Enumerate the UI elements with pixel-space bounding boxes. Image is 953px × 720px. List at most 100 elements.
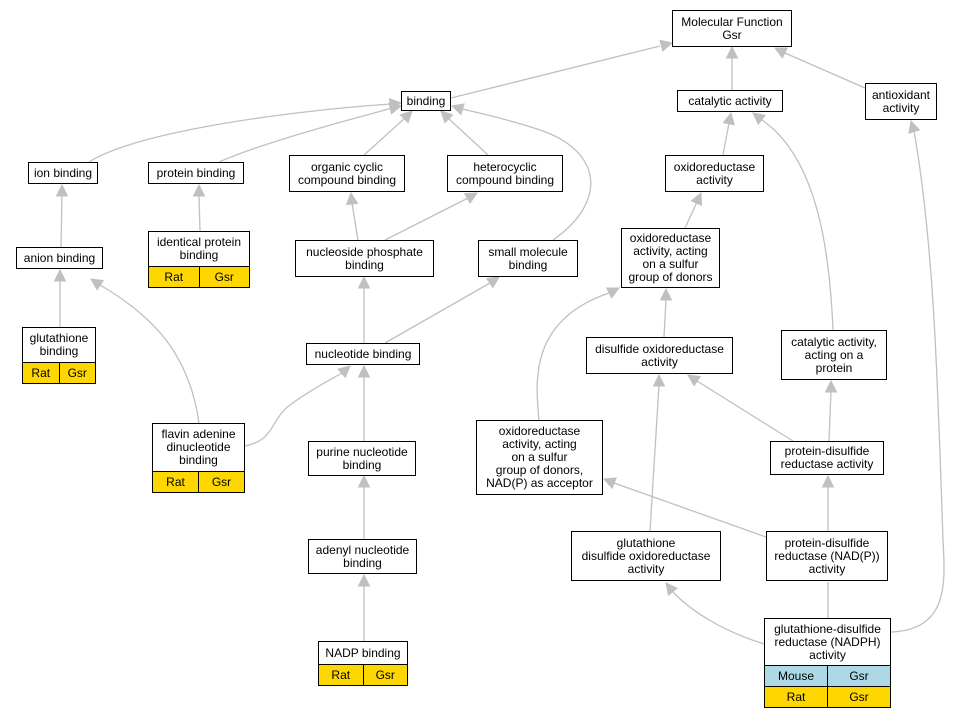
node-molecular-function[interactable]: Molecular Function Gsr [672,10,792,47]
edge-catprotein-to-catalytic [752,112,834,331]
node-glutathione-disulfide-oxidoreductase[interactable]: glutathione disulfide oxidoreductase act… [571,531,721,581]
gene-cell: Gsr [58,363,96,383]
edge-pdnadp-to-oxsulfurnadp [602,477,767,538]
node-flavin-adenine-dinucleotide-binding[interactable]: flavin adenine dinucleotide binding Rat … [152,423,245,493]
species-cell: Rat [31,365,51,380]
arrowhead [345,191,359,206]
node-glutathione-binding[interactable]: glutathione binding Rat Gsr [22,327,96,384]
node-identical-protein-binding[interactable]: identical protein binding Rat Gsr [148,231,250,288]
node-protein-binding[interactable]: protein binding [148,162,244,184]
node-ion-binding[interactable]: ion binding [28,162,98,184]
edge-disulfide-to-oxsulfur [659,287,673,338]
node-catalytic-activity[interactable]: catalytic activity [677,90,783,112]
node-nadp-binding[interactable]: NADP binding Rat Gsr [318,641,408,686]
arrowhead [659,287,673,301]
arrowhead [450,103,465,116]
node-oxidoreductase-sulfur-nadp-acceptor[interactable]: oxidoreductase activity, acting on a sul… [476,420,603,495]
edge-pdisulfide-to-disulfide [687,374,794,442]
arrowhead [399,110,413,124]
species-row-rat: Rat Gsr [149,266,249,287]
node-small-molecule-binding[interactable]: small molecule binding [478,240,578,277]
node-heterocyclic-compound-binding[interactable]: heterocyclic compound binding [447,155,563,192]
node-binding[interactable]: binding [401,91,451,111]
arrowhead [53,268,67,282]
arrowhead [722,111,735,126]
node-oxidoreductase-activity[interactable]: oxidoreductase activity [665,155,764,192]
edge-organic-to-binding [363,110,413,156]
edge-gsr-to-antioxidant [890,119,945,633]
arrowhead [192,183,206,197]
node-organic-cyclic-compound-binding[interactable]: organic cyclic compound binding [289,155,405,192]
edge-gsr-to-glutdisulfide [665,582,765,645]
edge-antioxidant-to-mf [773,47,866,89]
species-row-rat: Rat Gsr [765,686,890,707]
species-cell: Rat [786,689,806,704]
arrowhead [602,477,618,490]
species-cell: Rat [331,667,351,682]
node-nucleoside-phosphate-binding[interactable]: nucleoside phosphate binding [295,240,434,277]
arrowhead [725,45,739,59]
node-purine-nucleotide-binding[interactable]: purine nucleotide binding [308,441,416,476]
arrowhead [908,119,921,134]
gene-cell: Gsr [198,472,244,492]
arrowhead [687,374,702,387]
edge-catalytic-to-mf [725,45,739,90]
edge-identical-to-protein [192,183,206,232]
arrowhead [824,379,838,393]
node-anion-binding[interactable]: anion binding [16,247,103,269]
gene-cell: Gsr [198,267,250,287]
edge-oxred-to-catalytic [722,111,735,156]
edge-nucleotide-to-smallmol [384,276,500,344]
node-adenyl-nucleotide-binding[interactable]: adenyl nucleotide binding [308,539,417,574]
arrowhead [463,192,478,205]
arrowhead [652,373,666,387]
edge-binding-to-mf [450,39,674,99]
edge-pdnadp-to-pdisulfide [821,474,835,531]
edge-nadp-to-adenyl [357,573,371,641]
edge-protein-to-binding [218,102,403,163]
edge-nucphos-to-organic [345,191,359,241]
arrowhead [357,573,371,587]
edge-flavin-to-anion [90,278,200,424]
edge-adenyl-to-purine [357,474,371,539]
arrowhead [357,275,371,289]
species-row-rat: Rat Gsr [23,362,95,383]
edge-oxsulfurnadp-to-oxsulfur [536,287,621,421]
node-disulfide-oxidoreductase-activity[interactable]: disulfide oxidoreductase activity [586,337,733,374]
node-oxidoreductase-sulfur-donors[interactable]: oxidoreductase activity, acting on a sul… [621,228,720,288]
node-glutathione-disulfide-reductase-nadph[interactable]: glutathione-disulfide reductase (NADPH) … [764,618,891,708]
edge-glutdisulfide-to-disulfide [649,373,666,532]
arrowhead [752,112,766,126]
gene-cell: Gsr [827,666,890,686]
arrowhead [55,183,69,197]
arrowhead [90,278,105,291]
node-antioxidant-activity[interactable]: antioxidant activity [865,83,937,120]
gene-cell: Gsr [362,665,408,685]
arrowhead [485,276,500,289]
species-cell: Mouse [777,668,815,683]
gene-cell: Gsr [827,687,890,707]
edge-glutbind-to-anion [53,268,67,327]
species-cell: Rat [164,269,184,284]
arrowhead [690,191,703,207]
arrowhead [337,365,351,379]
edge-pdisulfide-to-catprotein [824,379,838,442]
node-catalytic-activity-on-protein[interactable]: catalytic activity, acting on a protein [781,330,887,380]
edge-oxsulfur-to-oxred [684,191,703,229]
node-protein-disulfide-reductase-nadp[interactable]: protein-disulfide reductase (NAD(P)) act… [766,531,888,581]
arrowhead [665,582,679,596]
arrowhead [773,47,789,59]
node-nucleotide-binding[interactable]: nucleotide binding [306,343,420,365]
species-row-mouse: Mouse Gsr [765,665,890,686]
species-row-rat: Rat Gsr [319,664,407,685]
species-cell: Rat [166,474,185,489]
arrowhead [605,287,621,299]
node-protein-disulfide-reductase-activity[interactable]: protein-disulfide reductase activity [770,441,884,475]
edge-nucleotide-to-nucphos [357,275,371,343]
arrowhead [440,110,454,124]
arrowhead [357,364,371,378]
edge-anion-to-ion [55,183,69,248]
arrowhead [659,39,674,52]
edge-smallmol-to-binding [450,103,592,241]
